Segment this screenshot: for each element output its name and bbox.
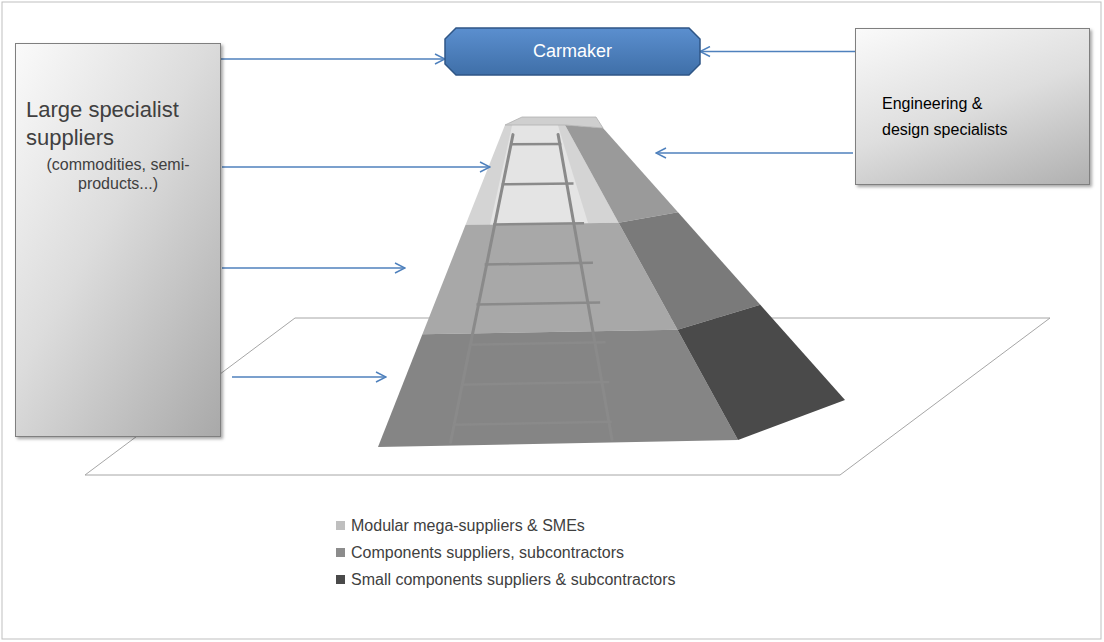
- legend-text: Components suppliers, subcontractors: [351, 544, 624, 562]
- ladder-rung: [485, 263, 593, 265]
- ladder-rung: [511, 143, 561, 146]
- ladder-rail: [558, 134, 612, 439]
- legend-text: Small components suppliers & subcontract…: [351, 571, 676, 589]
- supplier-box: Large specialist suppliers (commodities, …: [15, 43, 221, 437]
- supplier-arrows: [222, 153, 853, 377]
- arrow: [222, 267, 405, 269]
- pyramid-side-band: [678, 305, 846, 440]
- carmaker-box: Carmaker: [445, 28, 700, 75]
- ladder-rung: [493, 223, 584, 224]
- ladder-rung: [502, 182, 574, 185]
- legend-row: Modular mega-suppliers & SMEs: [336, 512, 676, 539]
- flow-arrow: [221, 58, 445, 60]
- node-subtitle: (commodities, semi-products...): [24, 155, 212, 193]
- octagon-shape: [445, 28, 700, 75]
- arrow: [222, 166, 490, 168]
- legend: Modular mega-suppliers & SMEsComponents …: [336, 512, 676, 593]
- arrow: [232, 376, 386, 378]
- node-title: Large specialist suppliers: [26, 96, 212, 151]
- legend-swatch: [336, 548, 345, 557]
- engineering-box: Engineering & design specialists: [855, 28, 1090, 185]
- legend-swatch: [336, 575, 345, 584]
- ladder-rung: [454, 422, 612, 425]
- node-title: Carmaker: [533, 41, 612, 63]
- ladder-rung: [469, 342, 606, 344]
- flow-arrow: [700, 51, 855, 53]
- ladder-rung: [461, 382, 609, 385]
- ground-plane: [85, 318, 1050, 475]
- node-title: Engineering & design specialists: [882, 91, 1032, 142]
- arrow: [656, 152, 853, 154]
- legend-row: Small components suppliers & subcontract…: [336, 566, 676, 593]
- ladder-rung: [476, 302, 600, 304]
- pyramid-top: [505, 117, 603, 128]
- legend-swatch: [336, 521, 345, 530]
- pyramid-front-band: [378, 330, 738, 447]
- legend-row: Components suppliers, subcontractors: [336, 539, 676, 566]
- ladder-rail: [451, 135, 513, 443]
- legend-text: Modular mega-suppliers & SMEs: [351, 517, 585, 535]
